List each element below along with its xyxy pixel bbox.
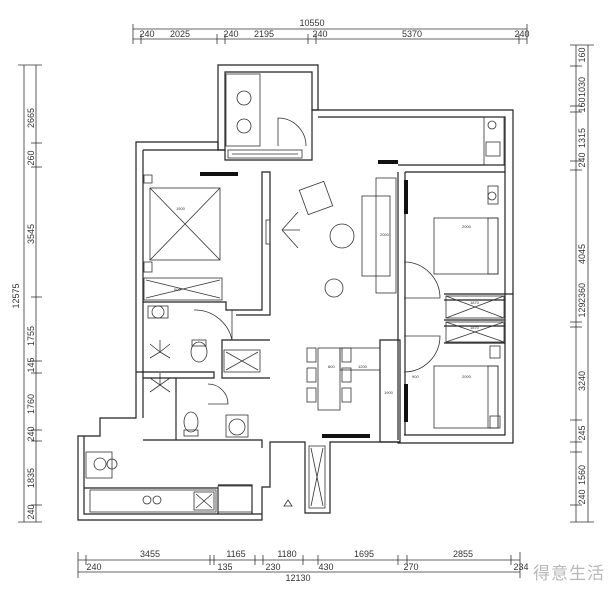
dim-right-4: 1315 [577, 128, 587, 148]
dim-top-1: 240 [139, 29, 154, 39]
dim-left-6: 1760 [26, 394, 36, 414]
dim-bottom-1: 240 [86, 562, 101, 572]
dim-bottom-4: 1165 [226, 549, 245, 559]
walls [77, 64, 514, 521]
dim-top-3: 240 [223, 29, 238, 39]
sink-kitchen [85, 451, 113, 479]
bathroom [147, 305, 261, 440]
dim-bottom-8: 1695 [354, 549, 374, 559]
shower-icon [149, 340, 171, 393]
dim-bottom-2: 3455 [140, 549, 160, 559]
dim-top-total: 10550 [299, 18, 324, 28]
dim-right-5: 240 [577, 152, 587, 167]
dim-top-7: 240 [514, 29, 529, 39]
wardrobe-left [143, 277, 223, 301]
dim-right-6: 4045 [577, 244, 587, 264]
dim-left-5: 145 [26, 357, 36, 372]
label-sofa: 2000 [380, 232, 390, 237]
right-dimension-chain [570, 44, 594, 523]
label-cabinet-a: 1870 [470, 300, 480, 305]
dim-right-3: 160 [577, 97, 587, 112]
window-marks [200, 160, 408, 438]
bottom-dimension-chain [77, 552, 521, 578]
right-bedroom-bottom [433, 345, 501, 429]
dim-left-1: 2665 [26, 108, 36, 128]
sofa-frame [375, 177, 397, 294]
kitchen [85, 445, 326, 513]
dim-bottom-5: 230 [265, 562, 280, 572]
entry-marker [283, 499, 293, 507]
dim-top-4: 2195 [254, 29, 274, 39]
dim-bottom-total: 12130 [285, 573, 310, 583]
dim-right-9: 3240 [577, 371, 587, 391]
balcony-top [225, 73, 307, 159]
dim-top-2: 2025 [170, 29, 190, 39]
dim-left-3: 3545 [26, 224, 36, 244]
dim-left-4: 1755 [26, 326, 36, 346]
label-table-a: 800 [328, 364, 335, 369]
lamp-icon [281, 211, 300, 249]
tv-unit [265, 219, 271, 245]
right-bedroom-top [433, 116, 505, 275]
coffee-table-round [329, 223, 355, 249]
label-desk: 1900 [384, 390, 394, 395]
dim-right-1: 160 [577, 47, 587, 62]
bed-left [149, 187, 221, 261]
dim-bottom-11: 234 [513, 562, 528, 572]
top-dimension-chain [132, 24, 528, 44]
dim-left-total: 12575 [11, 283, 21, 308]
toilet-2 [183, 411, 199, 433]
dim-left-2: 260 [26, 150, 36, 165]
stove-burner-2 [152, 495, 162, 505]
dim-top-6: 5370 [402, 29, 422, 39]
label-door-small: 900 [412, 374, 419, 379]
dim-right-8: 2360 [577, 283, 587, 303]
washer [223, 349, 261, 373]
label-table-b: 1200 [358, 364, 368, 369]
kitchen-counter [483, 116, 505, 166]
right-wardrobes [445, 295, 505, 343]
living-room [265, 177, 441, 411]
side-table-round [324, 278, 344, 298]
dining-table [317, 347, 341, 411]
dim-right-12: 240 [577, 489, 587, 504]
armchair [298, 180, 334, 216]
basin [228, 418, 246, 436]
sink [151, 305, 165, 319]
dim-bottom-9: 270 [403, 562, 418, 572]
dim-bottom-10: 2855 [453, 549, 473, 559]
dim-right-2: 1030 [577, 77, 587, 97]
dim-left-9: 240 [26, 504, 36, 519]
dim-right-11: 1560 [577, 465, 587, 485]
left-bedroom [143, 174, 233, 341]
toilet-1 [190, 341, 208, 363]
dim-left-7: 240 [26, 426, 36, 441]
stove-burner-1 [142, 495, 152, 505]
dim-bottom-3: 135 [217, 562, 232, 572]
watermark: 得意生活 [533, 564, 605, 584]
label-bed-right-bottom: 2000 [462, 374, 472, 379]
dim-bottom-7: 430 [318, 562, 333, 572]
dim-right-7: 129 [577, 302, 587, 317]
label-bed-right-top: 2000 [462, 224, 472, 229]
left-dimension-chain [18, 64, 42, 523]
dim-right-10: 245 [577, 425, 587, 440]
label-wardrobe-left: 600 [174, 287, 181, 292]
label-cabinet-b: 1870 [470, 325, 480, 330]
shoe-cabinet [308, 445, 326, 509]
dim-bottom-6: 1180 [277, 549, 296, 559]
dim-top-5: 240 [312, 29, 327, 39]
dim-left-8: 1835 [26, 468, 36, 488]
label-bed-left: 1500 [176, 206, 186, 211]
sofa [361, 195, 391, 277]
